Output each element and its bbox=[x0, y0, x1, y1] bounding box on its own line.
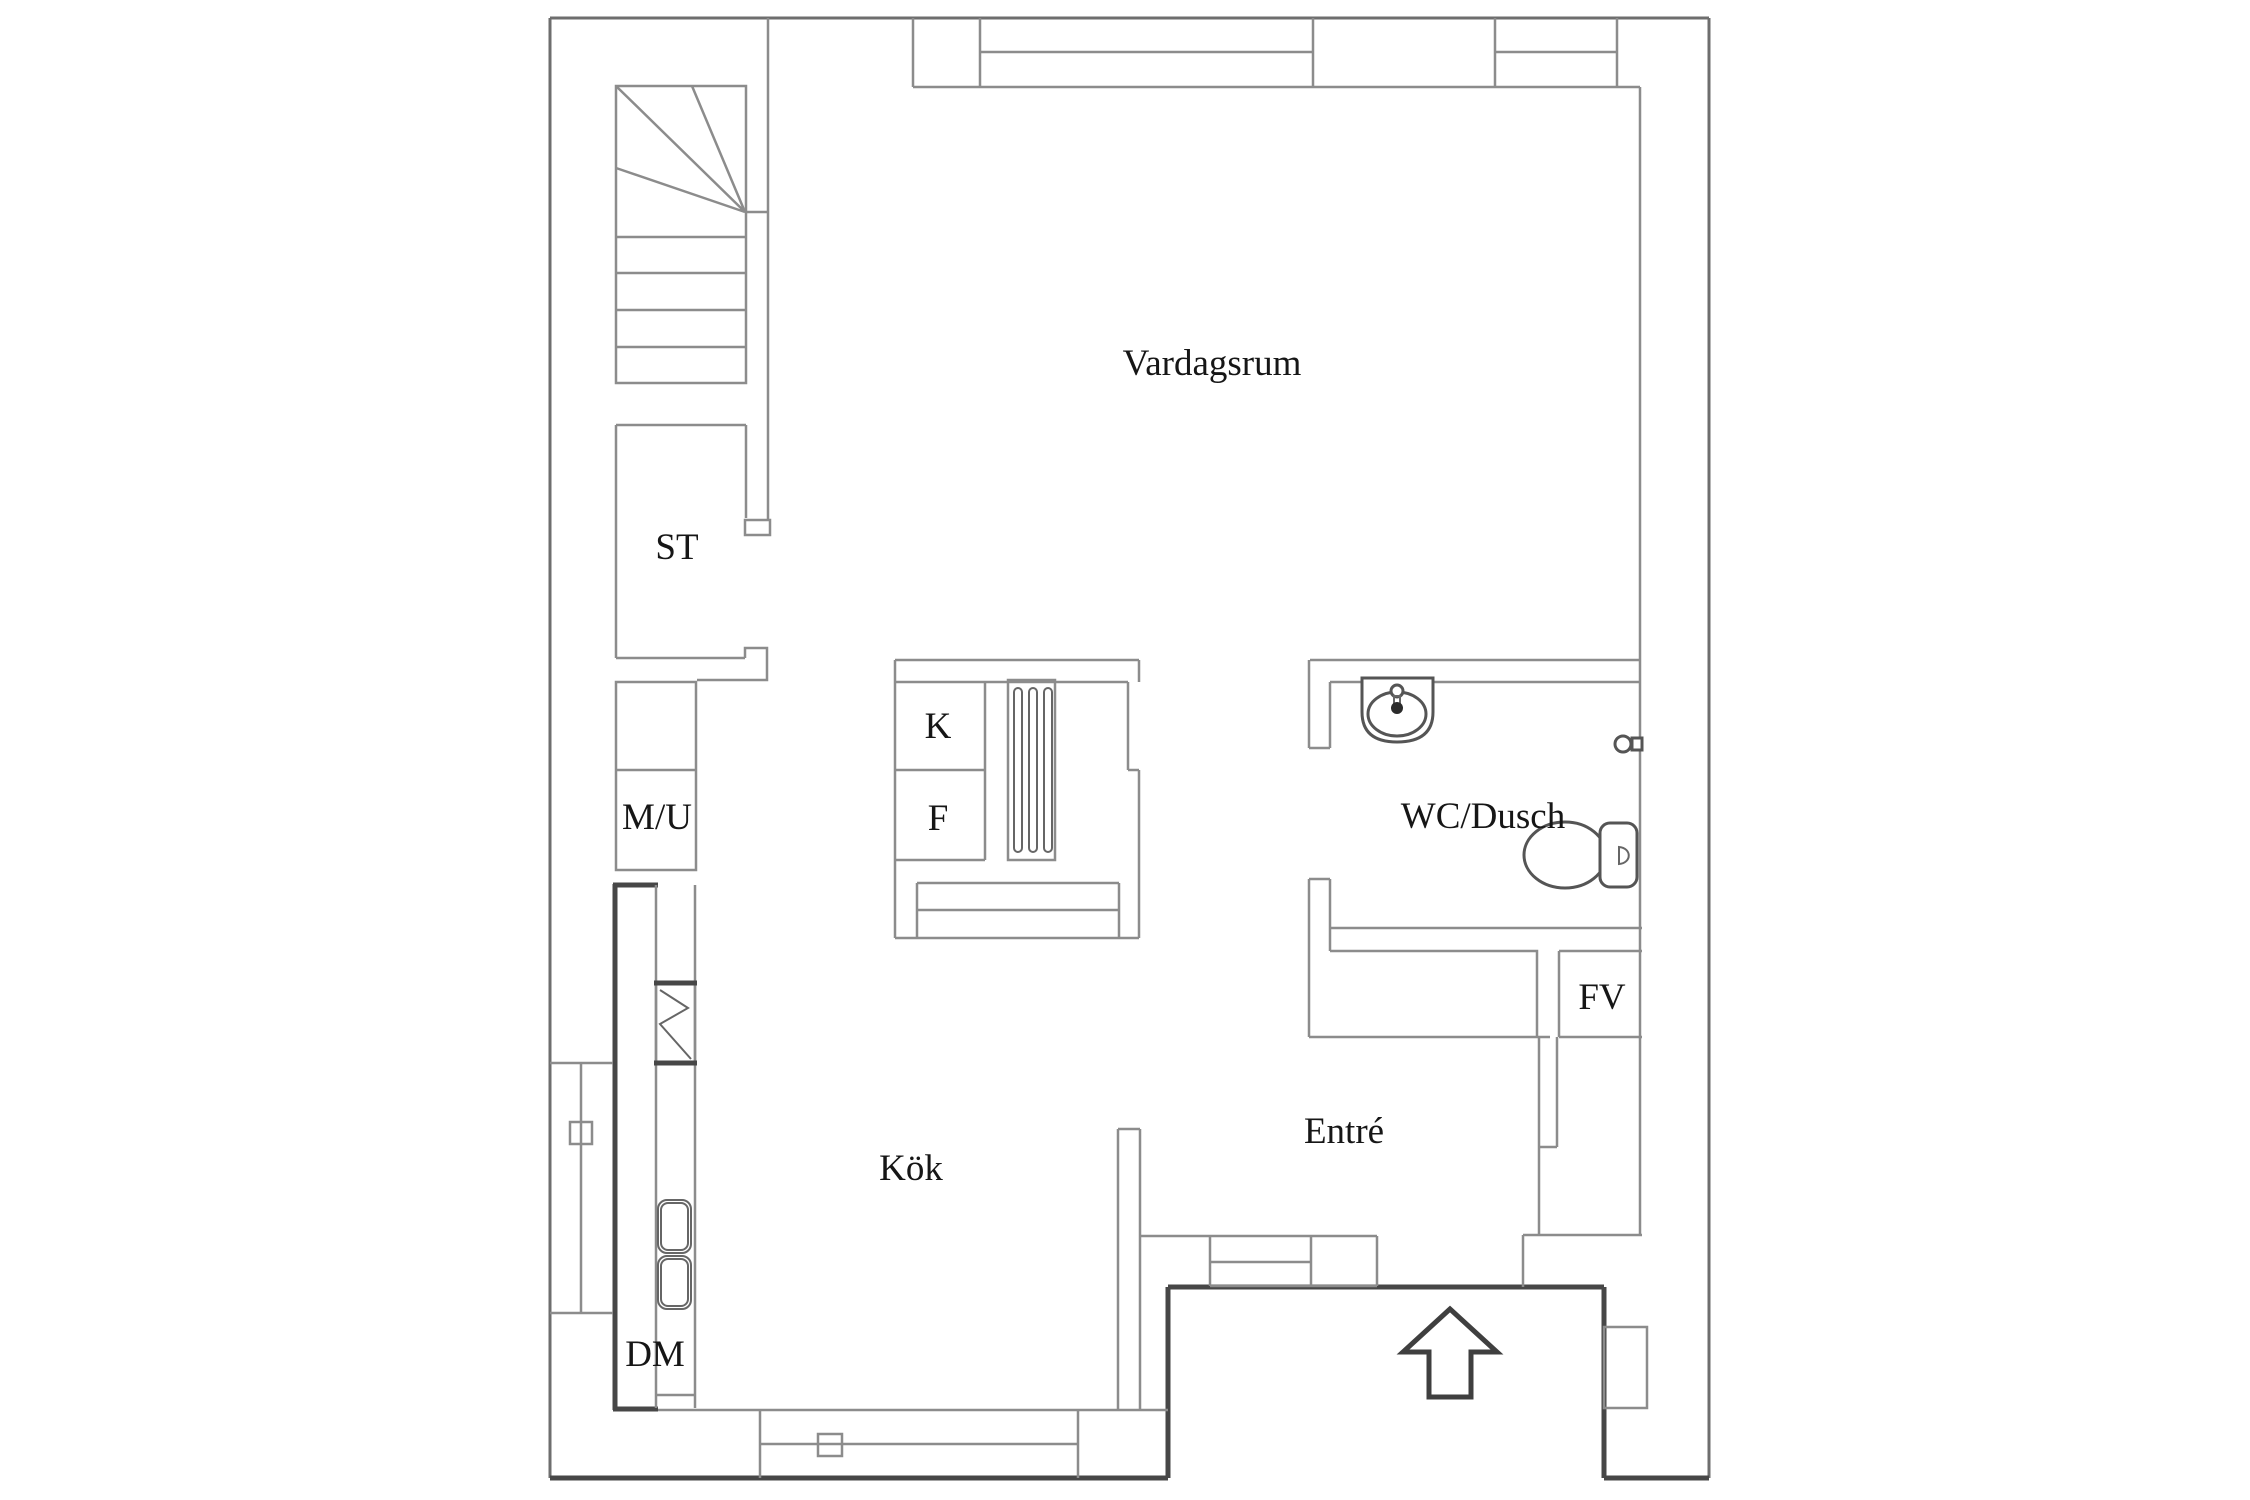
window-icon bbox=[760, 1432, 1078, 1458]
mu-cabinet bbox=[614, 680, 698, 872]
bottom-wall-window bbox=[758, 1410, 1080, 1478]
top-wall-windows bbox=[911, 18, 1640, 89]
kitchen-counter bbox=[612, 882, 1168, 1412]
stairs-icon bbox=[614, 84, 768, 385]
kitchen-entre-wall bbox=[1116, 1127, 1142, 1410]
toilet-icon bbox=[1522, 820, 1639, 890]
wash-basin-icon bbox=[1360, 676, 1435, 744]
room-label-st: ST bbox=[655, 527, 698, 568]
room-label-kok: Kök bbox=[879, 1148, 943, 1189]
room-label-dm: DM bbox=[625, 1334, 685, 1375]
paper-holder-icon bbox=[1613, 734, 1644, 754]
room-label-fv: FV bbox=[1578, 977, 1626, 1018]
wardrobe-slats-icon bbox=[1006, 678, 1057, 862]
room-label-wc-dusch: WC/Dusch bbox=[1401, 796, 1566, 837]
room-label-f: F bbox=[928, 798, 949, 839]
entre-bench bbox=[1140, 1234, 1379, 1288]
porch-box bbox=[1602, 1325, 1649, 1410]
left-exterior-bay bbox=[550, 1061, 613, 1315]
central-wardrobe-block bbox=[893, 658, 1141, 940]
wc-walls bbox=[1307, 660, 1642, 1037]
kitchen-sink-icon bbox=[657, 1199, 692, 1310]
fv-closet bbox=[1557, 949, 1642, 1039]
stove-icon bbox=[654, 980, 697, 1066]
room-label-vardagsrum: Vardagsrum bbox=[1123, 343, 1302, 384]
entre-wardrobe bbox=[1309, 949, 1550, 1039]
room-label-k: K bbox=[925, 706, 952, 747]
sideboard bbox=[915, 881, 1121, 938]
vardagsrum-walls bbox=[743, 18, 1642, 1235]
room-label-entre: Entré bbox=[1304, 1111, 1384, 1152]
storage-st-walls bbox=[614, 423, 769, 682]
room-label-mu: M/U bbox=[622, 797, 692, 838]
entrance-arrow-icon bbox=[1396, 1305, 1504, 1400]
entre-door-jamb bbox=[1521, 1037, 1642, 1287]
